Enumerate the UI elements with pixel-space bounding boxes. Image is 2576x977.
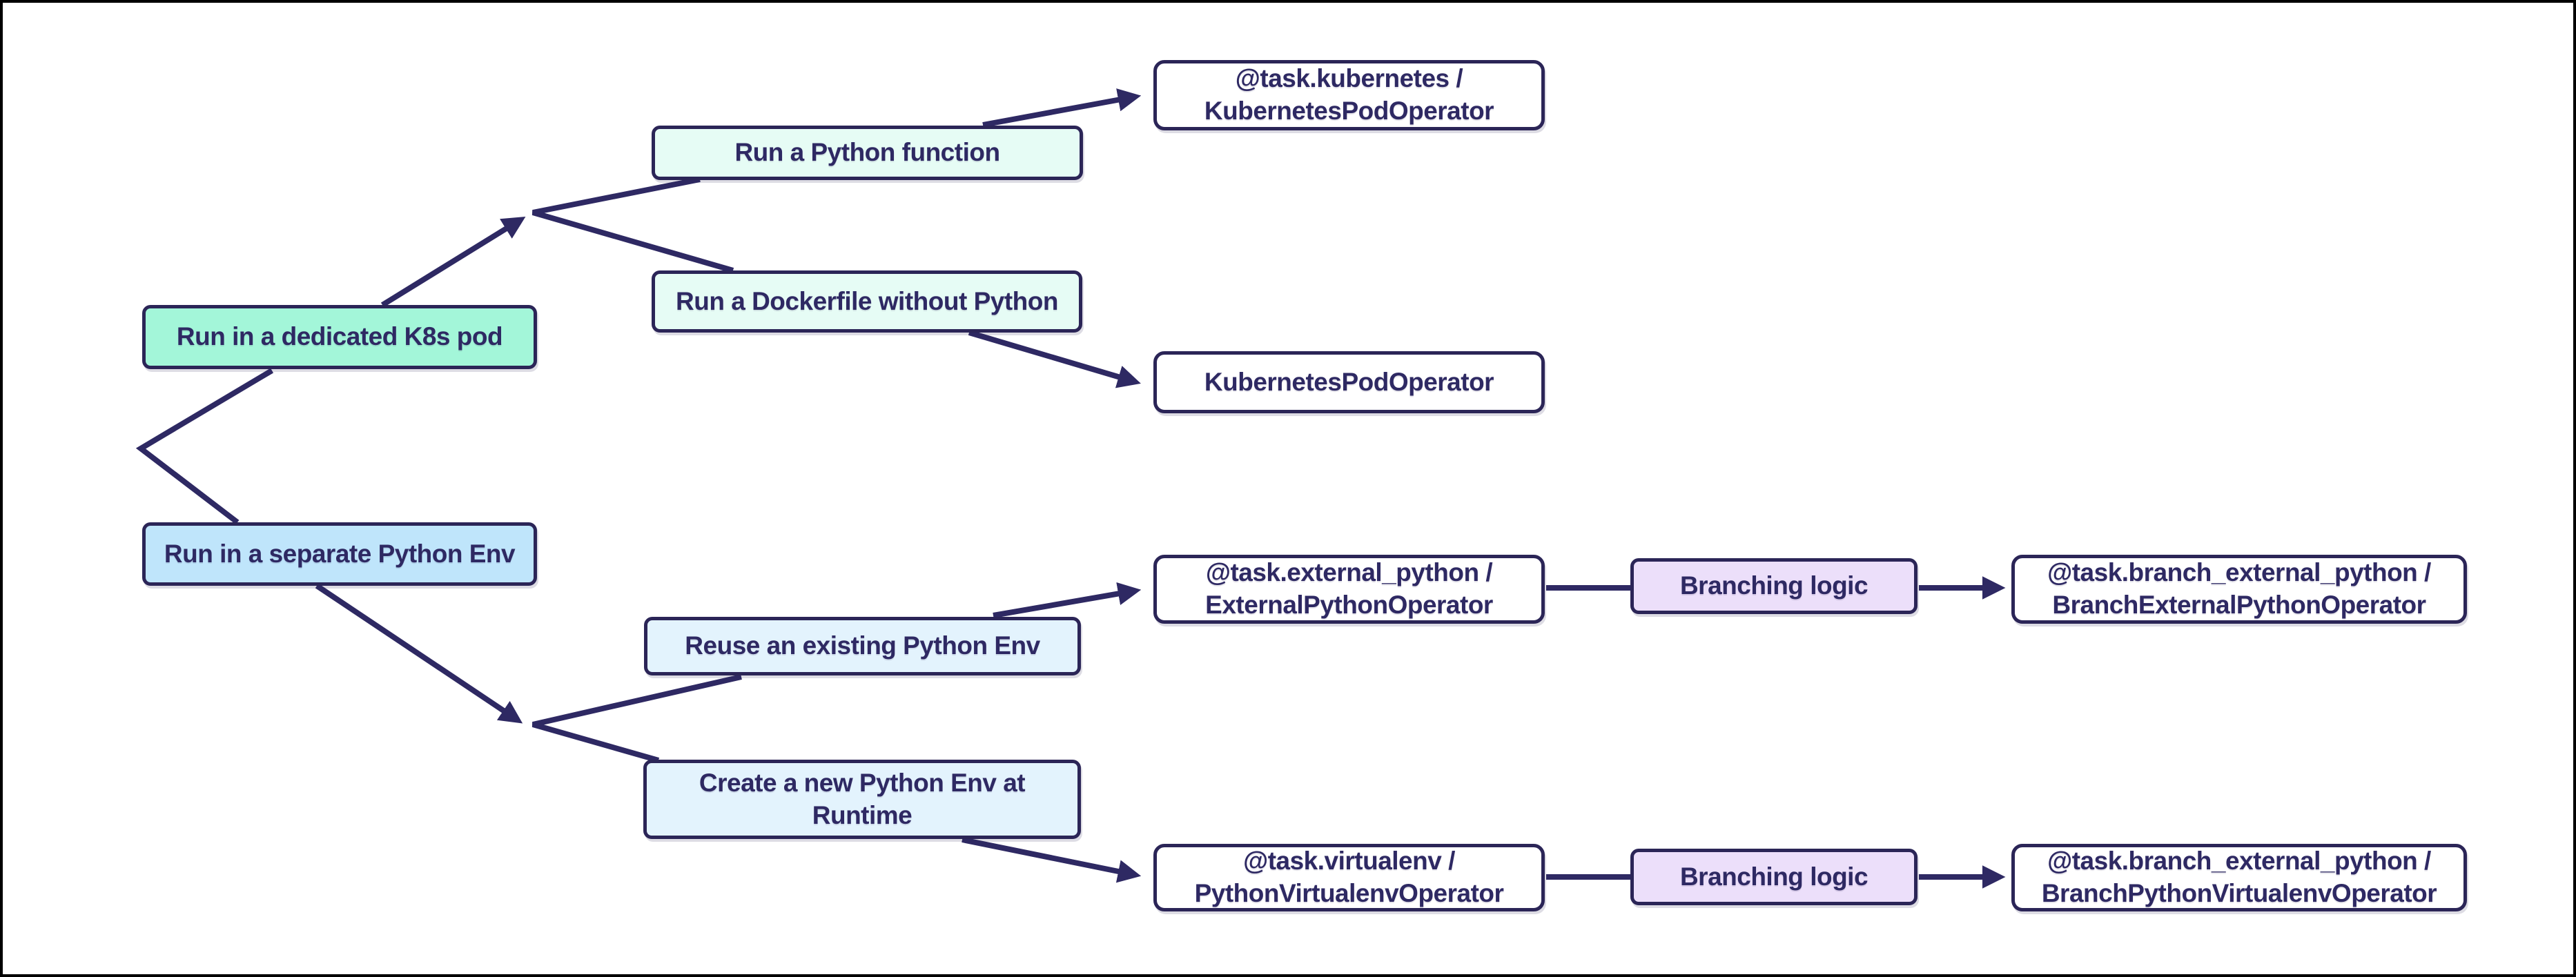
edge-python-env-to-junction: [315, 583, 523, 724]
node-label: @task.external_python / ExternalPythonOp…: [1205, 558, 1493, 619]
node-task-external-python-operator: @task.external_python / ExternalPythonOp…: [1153, 555, 1545, 624]
node-task-virtualenv-operator: @task.virtualenv / PythonVirtualenvOpera…: [1153, 844, 1545, 911]
edge-create-env-to-task-virtualenv: [962, 837, 1142, 883]
node-reuse-existing-python-env: Reuse an existing Python Env: [644, 617, 1081, 675]
node-kubernetes-pod-operator: KubernetesPodOperator: [1153, 351, 1545, 413]
node-run-a-dockerfile-without-python: Run a Dockerfile without Python: [652, 270, 1082, 333]
node-label: @task.branch_external_python / BranchPyt…: [2041, 847, 2437, 907]
node-run-in-dedicated-k8s-pod: Run in a dedicated K8s pod: [142, 305, 537, 369]
edge-dockerfile-to-kubernetes-pod-operator: [968, 330, 1141, 388]
node-label: Reuse an existing Python Env: [685, 631, 1040, 660]
node-label: @task.branch_external_python / BranchExt…: [2047, 558, 2431, 619]
node-label: Branching logic: [1679, 571, 1868, 600]
edge-root-branches: [135, 368, 274, 525]
node-task-kubernetes-operator: @task.kubernetes / KubernetesPodOperator: [1153, 60, 1545, 130]
node-label: Create a new Python Env at Runtime: [699, 768, 1026, 829]
edge-python-function-to-task-kubernetes: [982, 88, 1142, 128]
node-branching-logic-bottom: Branching logic: [1630, 849, 1918, 905]
node-task-branch-python-virtualenv-operator: @task.branch_external_python / BranchPyt…: [2011, 844, 2467, 911]
node-label: @task.virtualenv / PythonVirtualenvOpera…: [1194, 847, 1504, 907]
node-run-in-separate-python-env: Run in a separate Python Env: [142, 522, 537, 586]
edge-reuse-env-to-task-external-python: [993, 582, 1142, 618]
node-label: KubernetesPodOperator: [1204, 367, 1494, 396]
edge-junction-k8s-branches: [531, 177, 734, 273]
node-task-branch-external-python-operator: @task.branch_external_python / BranchExt…: [2011, 555, 2467, 624]
node-label: Run a Python function: [734, 138, 1000, 167]
node-label: Run in a dedicated K8s pod: [176, 322, 503, 351]
node-run-a-python-function: Run a Python function: [652, 126, 1083, 180]
node-label: @task.kubernetes / KubernetesPodOperator: [1204, 64, 1494, 125]
node-label: Run a Dockerfile without Python: [676, 286, 1058, 315]
edge-k8s-pod-to-junction: [380, 216, 526, 308]
node-label: Run in a separate Python Env: [164, 539, 516, 568]
node-branching-logic-top: Branching logic: [1630, 558, 1918, 614]
connector-layer: [135, 88, 2006, 889]
node-label: Branching logic: [1679, 862, 1868, 891]
edge-junction-python-branches: [531, 674, 742, 763]
node-create-new-python-env-runtime: Create a new Python Env at Runtime: [643, 760, 1081, 839]
